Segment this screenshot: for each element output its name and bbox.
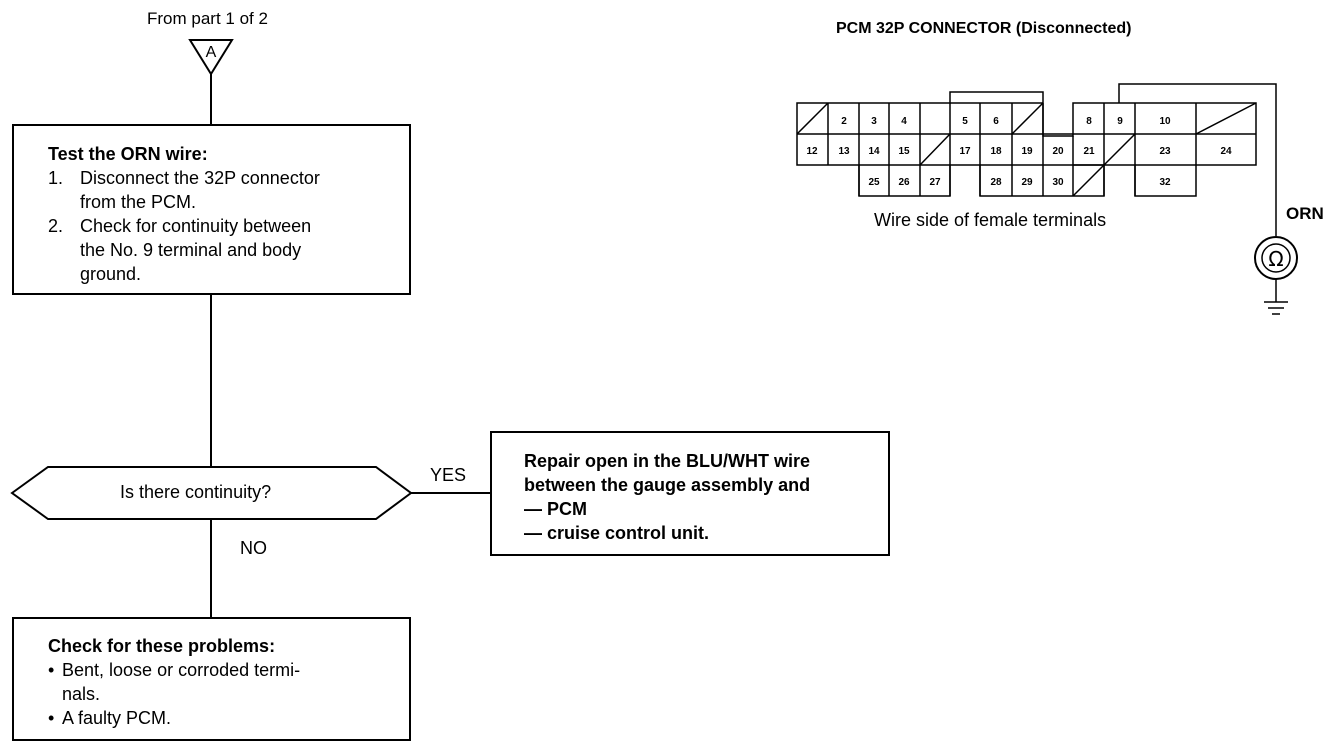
test-step-1-line-1: 1.Disconnect the 32P connector (48, 168, 320, 188)
test-step-2-line-2: the No. 9 terminal and body (80, 240, 302, 260)
ohmmeter-icon (1254, 236, 1298, 280)
offpage-from-text: From part 1 of 2 (147, 9, 268, 28)
decision-shape (10, 466, 413, 520)
terminal-2: 2 (841, 116, 847, 127)
terminal-12: 12 (806, 146, 818, 157)
bullet-icon: • (48, 708, 55, 728)
terminal-24: 24 (1220, 146, 1232, 157)
terminal-32: 32 (1159, 177, 1171, 188)
terminal-29: 29 (1021, 177, 1033, 188)
terminal-20: 20 (1052, 146, 1064, 157)
connector-grid (797, 102, 1256, 196)
terminal-14: 14 (868, 146, 880, 157)
terminal-6: 6 (993, 116, 999, 127)
repair-line-4: — cruise control unit. (524, 523, 710, 543)
connector-title: PCM 32P CONNECTOR (Disconnected) (836, 20, 1132, 37)
repair-line-2: between the gauge assembly and (524, 475, 811, 495)
probe-wire (1118, 83, 1288, 315)
ohm-symbol: Ω (1268, 247, 1283, 271)
terminal-25: 25 (868, 177, 880, 188)
check-box-title: Check for these problems: (48, 636, 276, 656)
offpage-connector-label: A (206, 44, 217, 61)
test-step-1-number: 1. (48, 168, 64, 188)
check-bullet-1-line-1: •Bent, loose or corroded termi- (48, 660, 301, 680)
terminal-4: 4 (901, 116, 907, 127)
decision-question: Is there continuity? (120, 482, 272, 502)
terminal-9: 9 (1117, 116, 1123, 127)
terminal-23: 23 (1159, 146, 1171, 157)
terminal-15: 15 (898, 146, 910, 157)
repair-open-box: Repair open in the BLU/WHT wire between … (490, 431, 890, 556)
test-step-2-line-1: 2.Check for continuity between (48, 216, 312, 236)
terminal-10: 10 (1159, 116, 1171, 127)
test-step-2-line-3: ground. (80, 264, 142, 284)
terminal-8: 8 (1086, 116, 1092, 127)
terminal-21: 21 (1083, 146, 1095, 157)
terminal-27: 27 (929, 177, 941, 188)
terminal-26: 26 (898, 177, 910, 188)
offpage-connector-triangle (188, 39, 234, 76)
ohmmeter-inner-ring (1261, 243, 1291, 273)
decision-yes-label: YES (430, 465, 467, 485)
terminal-28: 28 (990, 177, 1002, 188)
decision-no-label: NO (240, 538, 267, 558)
check-bullet-2-line-1: •A faulty PCM. (48, 708, 172, 728)
pcm-connector-drawing (796, 83, 1298, 315)
connector-caption: Wire side of female terminals (874, 210, 1107, 230)
terminal-5: 5 (962, 116, 968, 127)
bullet-icon: • (48, 660, 55, 680)
terminal-17: 17 (959, 146, 971, 157)
flow-lines (210, 74, 490, 617)
test-step-1-line-2: from the PCM. (80, 192, 197, 212)
repair-line-1: Repair open in the BLU/WHT wire (524, 451, 811, 471)
test-box-title: Test the ORN wire: (48, 144, 208, 164)
terminal-18: 18 (990, 146, 1002, 157)
terminal-numbers: 2 3 4 5 6 8 9 10 12 13 14 15 17 18 19 20… (806, 116, 1232, 188)
terminal-30: 30 (1052, 177, 1064, 188)
repair-line-3: — PCM (524, 499, 587, 519)
blocked-cavities (796, 102, 1257, 197)
check-bullet-1-line-2: nals. (62, 684, 101, 704)
terminal-19: 19 (1021, 146, 1033, 157)
test-orn-wire-box: Test the ORN wire: 1.Disconnect the 32P … (12, 124, 411, 295)
check-problems-box: Check for these problems: •Bent, loose o… (12, 617, 411, 741)
terminal-13: 13 (838, 146, 850, 157)
orn-wire-label: ORN (1286, 204, 1324, 223)
terminal-3: 3 (871, 116, 877, 127)
test-step-2-number: 2. (48, 216, 64, 236)
